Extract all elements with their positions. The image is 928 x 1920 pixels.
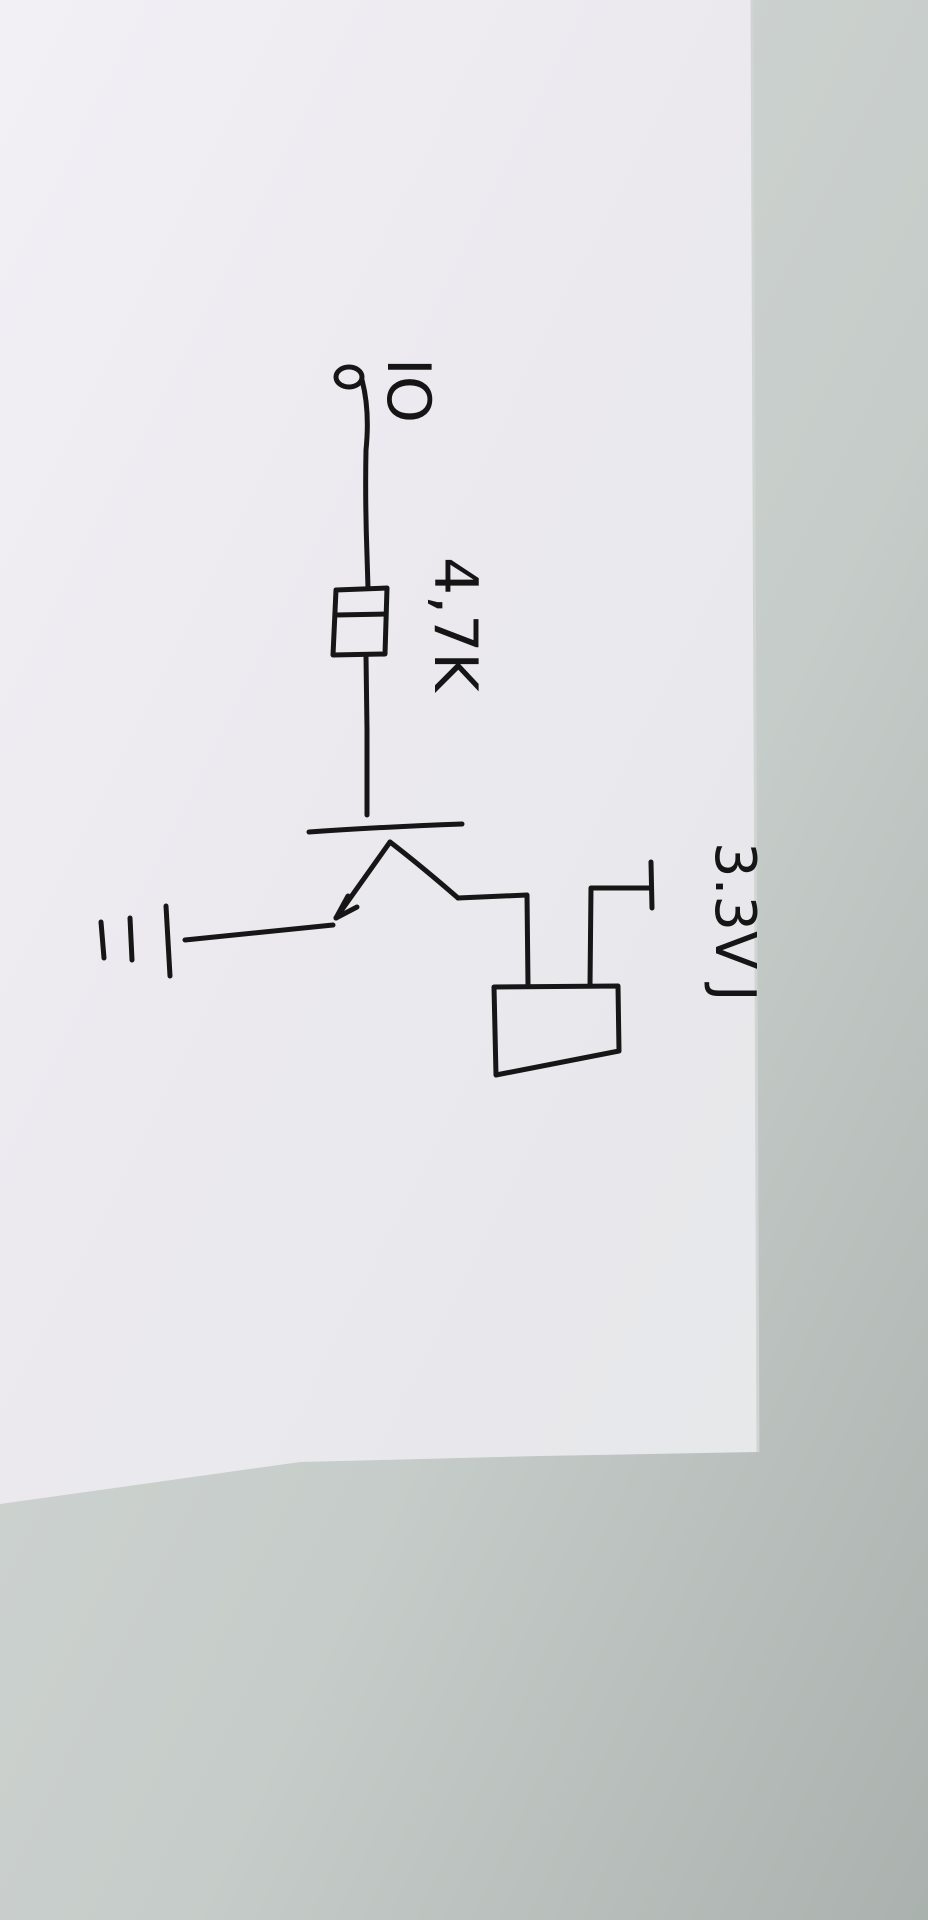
supply-wire bbox=[587, 885, 652, 989]
io-wire bbox=[359, 377, 371, 591]
io-label: IO bbox=[373, 358, 443, 423]
emitter-wire bbox=[182, 922, 336, 943]
ground-icon bbox=[98, 903, 173, 979]
load-box-icon bbox=[491, 983, 622, 1078]
supply-bar bbox=[648, 859, 655, 911]
resistor-icon bbox=[330, 585, 390, 658]
base-wire bbox=[363, 653, 370, 818]
supply-mark-label: J bbox=[702, 982, 767, 1002]
collector-wire bbox=[455, 892, 531, 988]
npn-transistor-icon bbox=[306, 821, 465, 921]
paper-sheet bbox=[0, 0, 758, 1504]
paper-edge-shadow bbox=[750, 0, 760, 1453]
resistor-value-label: 4,7K bbox=[420, 557, 490, 693]
supply-voltage-label: 3.3V bbox=[702, 842, 767, 969]
io-terminal-icon bbox=[333, 364, 365, 390]
